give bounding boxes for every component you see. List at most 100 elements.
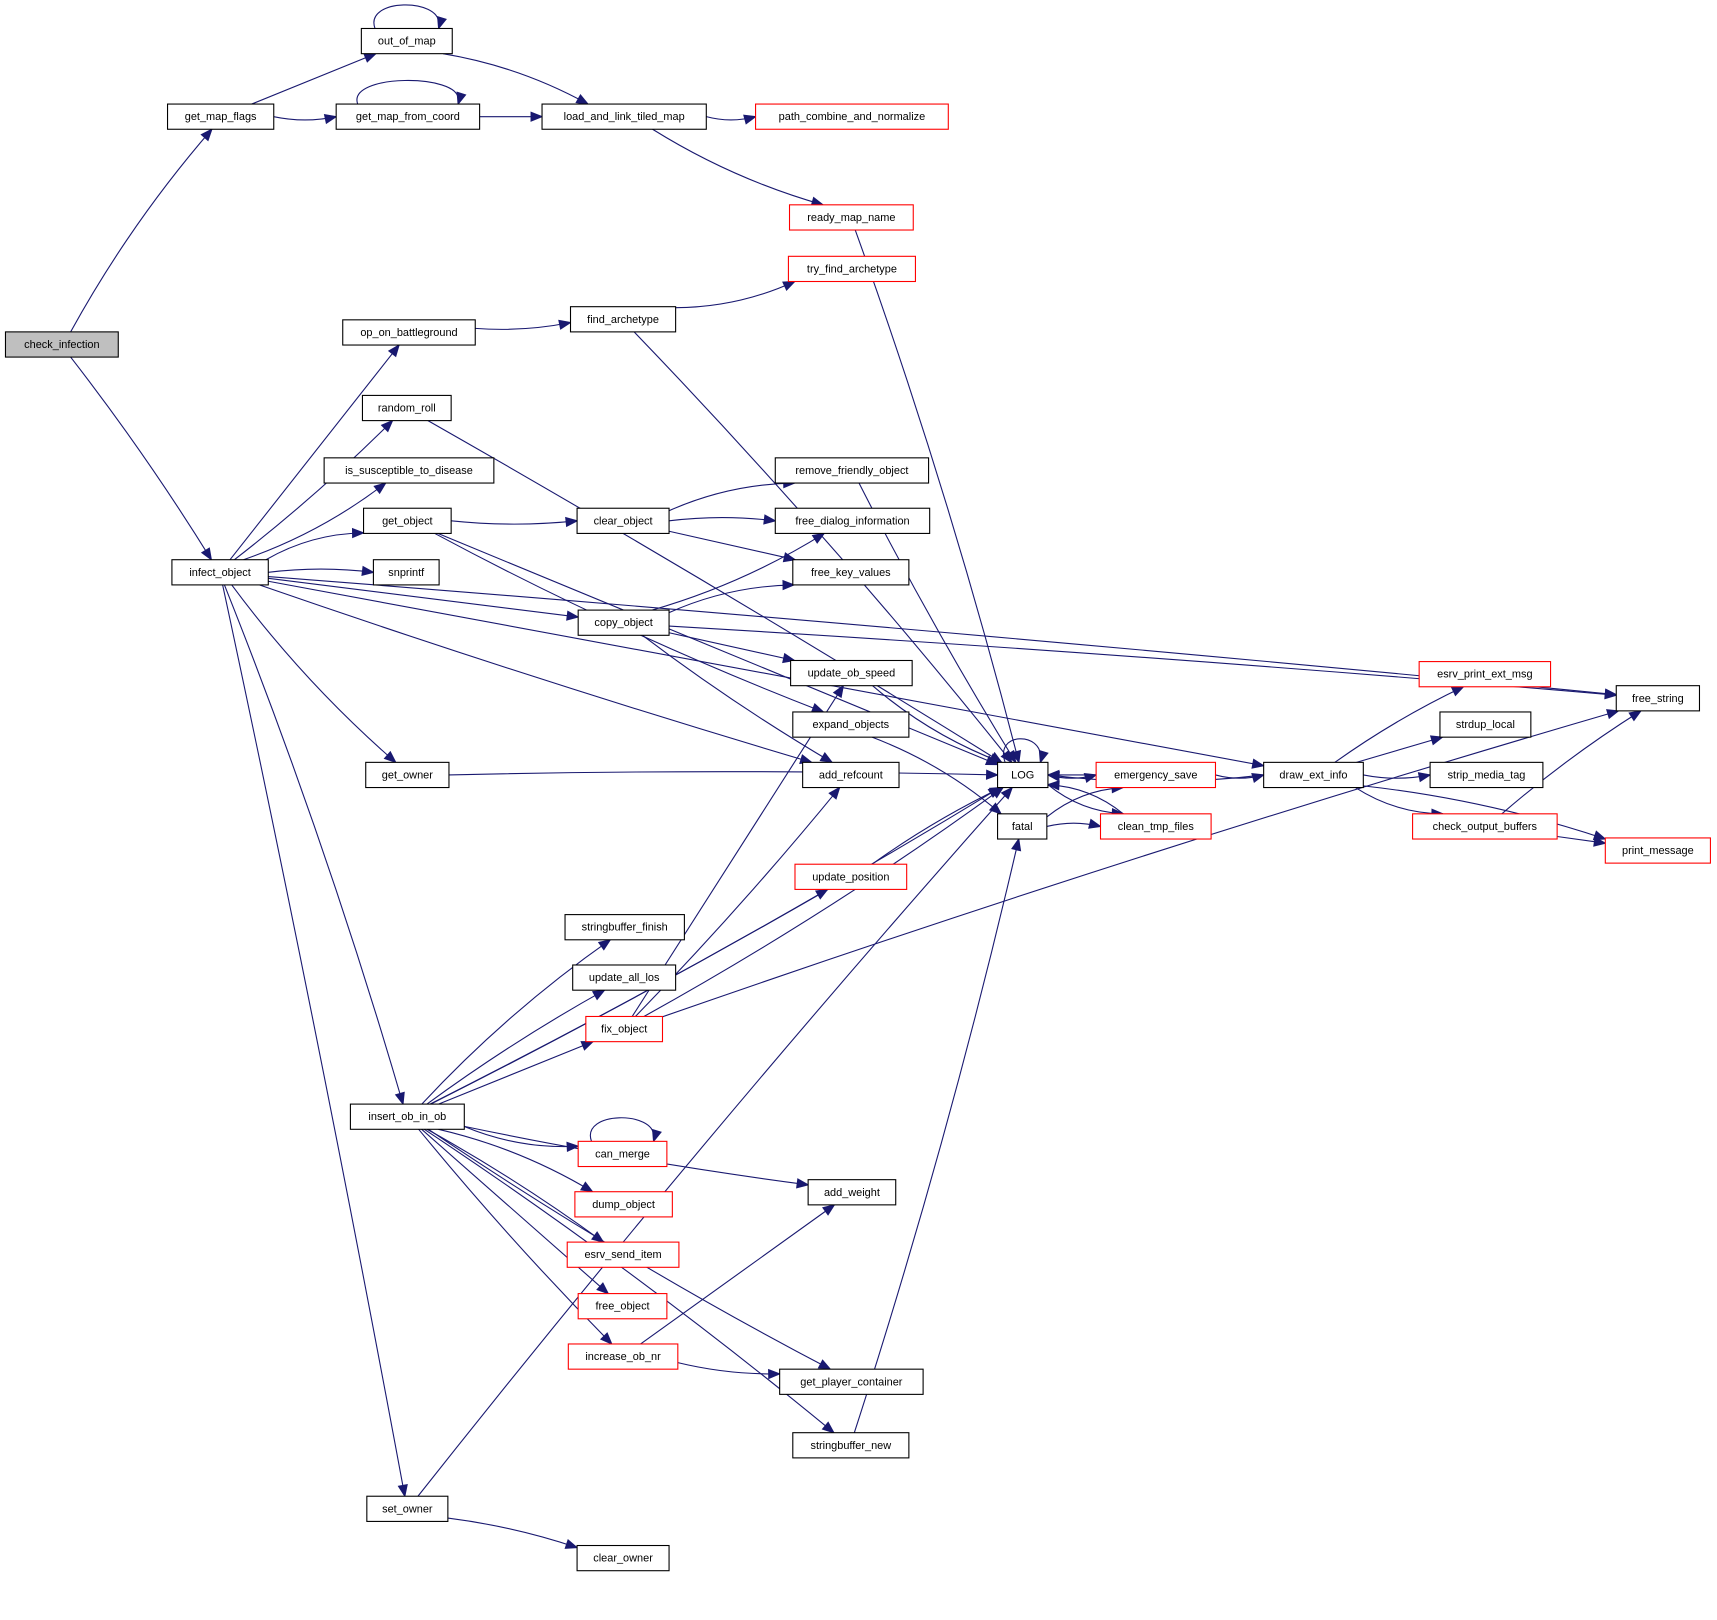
arrowhead-icon (1083, 772, 1098, 783)
node-update-all-los[interactable]: update_all_los (572, 964, 677, 991)
node-ready-map-name[interactable]: ready_map_name (788, 204, 914, 231)
node-strip-media-tag[interactable]: strip_media_tag (1429, 761, 1544, 789)
node-set-owner[interactable]: set_owner (366, 1495, 449, 1522)
edge-line (640, 1204, 835, 1345)
edge-expand_objects-to-fatal (871, 736, 1003, 815)
node-random-roll[interactable]: random_roll (361, 394, 452, 422)
node-is-susceptible-to-disease[interactable]: is_susceptible_to_disease (323, 457, 495, 484)
arrowhead-icon (566, 1141, 580, 1153)
node-update-ob-speed[interactable]: update_ob_speed (790, 659, 913, 687)
node-dump-object[interactable]: dump_object (574, 1191, 673, 1218)
node-print-message[interactable]: print_message (1604, 837, 1711, 864)
edge-clean_tmp_files-to-LOG (1046, 780, 1124, 815)
node-box (576, 507, 670, 534)
edge-line (448, 771, 998, 776)
arrowhead-icon (768, 1368, 782, 1380)
edge-stringbuffer_new-to-fatal (853, 837, 1022, 1433)
node-free-object[interactable]: free_object (577, 1293, 668, 1320)
node-get-map-from-coord[interactable]: get_map_from_coord (335, 103, 481, 130)
node-fatal[interactable]: fatal (997, 813, 1048, 840)
node-stringbuffer-finish[interactable]: stringbuffer_finish (564, 914, 685, 941)
node-op-on-battleground[interactable]: op_on_battleground (342, 319, 476, 346)
node-strdup-local[interactable]: strdup_local (1439, 711, 1532, 738)
node-label: update_position (812, 871, 889, 883)
edge-line (475, 321, 571, 330)
node-add-refcount[interactable]: add_refcount (802, 761, 900, 789)
node-insert-ob-in-ob[interactable]: insert_ob_in_ob (349, 1103, 465, 1130)
node-clean-tmp-files[interactable]: clean_tmp_files (1099, 813, 1212, 840)
arrowhead-icon (988, 802, 1003, 815)
node-label: free_key_values (811, 567, 891, 579)
edge-copy_object-to-free_dialog_information (651, 532, 826, 611)
node-draw-ext-info[interactable]: draw_ext_info (1263, 761, 1364, 789)
node-label: strip_media_tag (1448, 769, 1526, 781)
node-label: draw_ext_info (1279, 769, 1347, 781)
edge-get_map_flags-to-get_map_from_coord (273, 113, 338, 125)
arrowhead-icon (200, 128, 213, 142)
node-expand-objects[interactable]: expand_objects (792, 711, 910, 738)
node-label: path_combine_and_normalize (779, 111, 926, 123)
node-label: get_map_from_coord (356, 111, 460, 123)
node-clear-object[interactable]: clear_object (576, 507, 670, 534)
node-get-map-flags[interactable]: get_map_flags (166, 103, 275, 130)
edge-increase_ob_nr-to-add_weight (640, 1204, 836, 1345)
node-free-string[interactable]: free_string (1615, 685, 1701, 712)
node-box (997, 761, 1049, 789)
node-box (788, 204, 914, 231)
node-label: random_roll (378, 403, 436, 415)
node-LOG[interactable]: LOG (997, 761, 1049, 789)
node-fix-object[interactable]: fix_object (585, 1015, 664, 1043)
node-check-output-buffers[interactable]: check_output_buffers (1412, 813, 1558, 840)
node-remove-friendly-object[interactable]: remove_friendly_object (774, 457, 930, 484)
node-path-combine-and-normalize[interactable]: path_combine_and_normalize (755, 103, 949, 130)
node-stringbuffer-new[interactable]: stringbuffer_new (792, 1432, 910, 1459)
edge-line (222, 584, 406, 1497)
node-box (1429, 761, 1544, 789)
node-get-object[interactable]: get_object (363, 507, 452, 534)
edge-set_owner-to-clear_owner (447, 1517, 579, 1549)
node-label: check_infection (24, 339, 99, 351)
node-label: update_ob_speed (808, 668, 896, 680)
node-out-of-map[interactable]: out_of_map (360, 27, 453, 55)
node-check-infection[interactable]: check_infection (4, 331, 119, 358)
edge-line (417, 787, 1013, 1497)
edge-fix_object-to-free_string (662, 709, 1620, 1018)
node-box (585, 1015, 664, 1043)
node-box (792, 559, 910, 586)
node-label: snprintf (388, 567, 425, 579)
node-add-weight[interactable]: add_weight (807, 1179, 897, 1206)
node-clear-owner[interactable]: clear_owner (576, 1544, 670, 1572)
node-esrv-print-ext-msg[interactable]: esrv_print_ext_msg (1418, 661, 1552, 688)
node-snprintf[interactable]: snprintf (372, 559, 440, 586)
arrowhead-icon (387, 343, 400, 358)
node-infect-object[interactable]: infect_object (171, 559, 269, 586)
node-esrv-send-item[interactable]: esrv_send_item (566, 1241, 680, 1268)
node-increase-ob-nr[interactable]: increase_ob_nr (567, 1343, 679, 1370)
node-label: out_of_map (378, 36, 436, 48)
node-can-merge[interactable]: can_merge (577, 1140, 668, 1168)
node-find-archetype[interactable]: find_archetype (569, 306, 677, 333)
node-get-player-container[interactable]: get_player_container (779, 1368, 924, 1395)
node-free-dialog-information[interactable]: free_dialog_information (774, 507, 931, 534)
edge-insert_ob_in_ob-to-stringbuffer_finish (421, 938, 612, 1105)
node-try-find-archetype[interactable]: try_find_archetype (787, 255, 916, 283)
node-box (1615, 685, 1701, 712)
node-box (774, 507, 931, 534)
edge-get_map_from_coord-to-load_and_link_tiled_map (479, 111, 544, 122)
edge-op_on_battleground-to-find_archetype (475, 319, 572, 330)
edge-line (70, 356, 212, 561)
node-box (1099, 813, 1212, 840)
arrowhead-icon (437, 15, 447, 30)
node-get-owner[interactable]: get_owner (365, 761, 450, 789)
node-box (342, 319, 476, 346)
node-emergency-save[interactable]: emergency_save (1095, 761, 1217, 789)
node-box (365, 761, 450, 789)
node-load-and-link-tiled-map[interactable]: load_and_link_tiled_map (541, 103, 707, 130)
edge-line (662, 710, 1619, 1018)
node-copy-object[interactable]: copy_object (577, 609, 670, 636)
node-free-key-values[interactable]: free_key_values (792, 559, 910, 586)
node-update-position[interactable]: update_position (794, 863, 908, 890)
node-label: emergency_save (1114, 769, 1197, 781)
edge-insert_ob_in_ob-to-update_all_los (426, 989, 606, 1105)
